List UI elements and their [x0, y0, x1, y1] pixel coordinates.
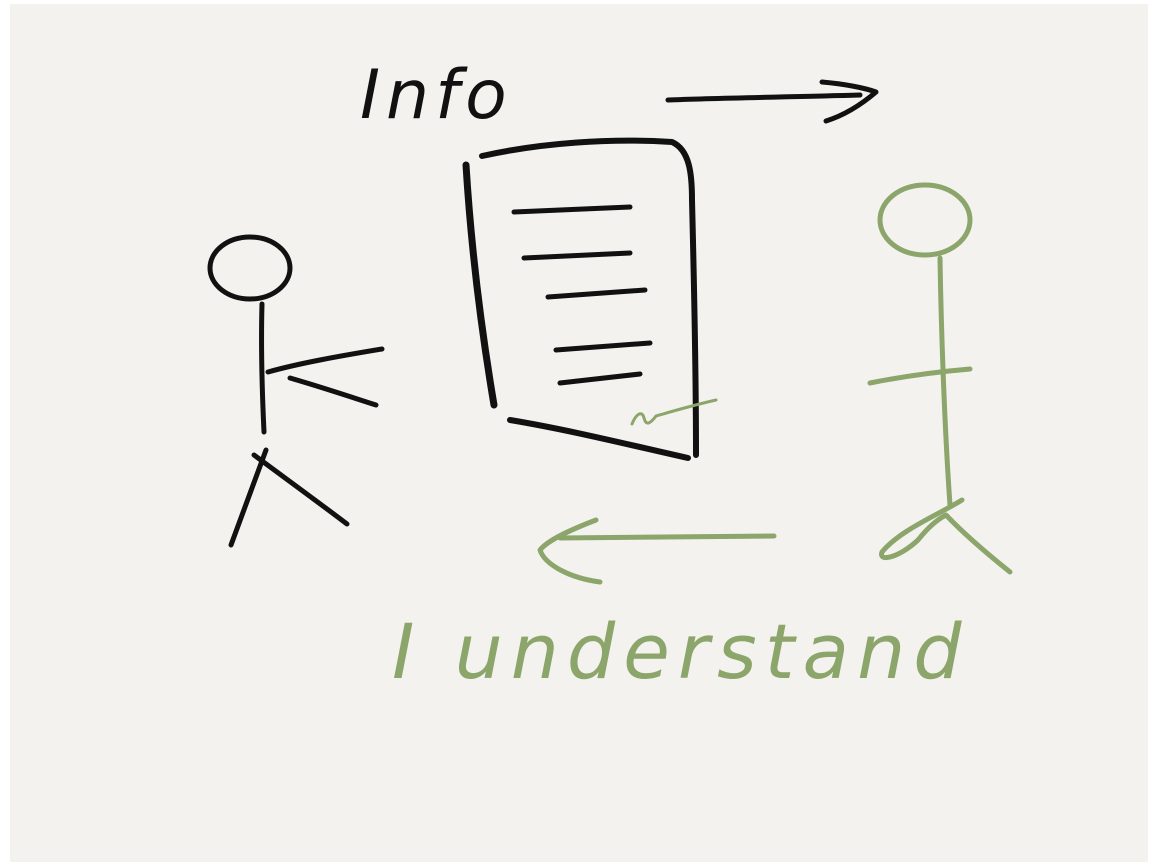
arrow-left-icon: [537, 517, 777, 585]
stick-figure-receiver-icon: [867, 182, 1013, 575]
info-label: Info: [360, 56, 513, 135]
stick-figure-sender-icon: [207, 234, 385, 548]
i-understand-label: I understand: [392, 607, 970, 696]
info-label-group: Info: [360, 56, 879, 135]
arrow-right-icon: [665, 79, 879, 124]
document-icon: [462, 137, 718, 461]
